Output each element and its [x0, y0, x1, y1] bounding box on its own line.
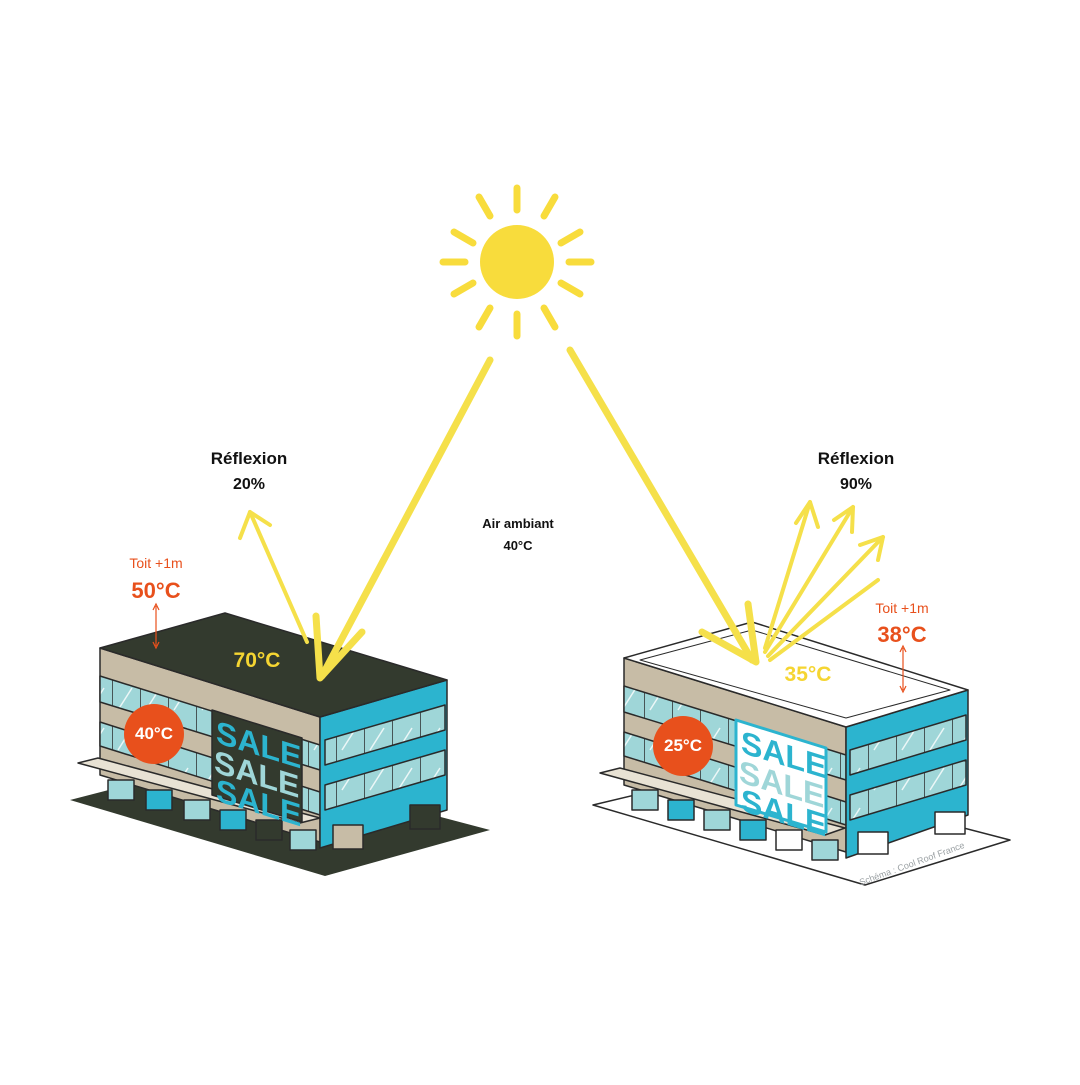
- left-reflection-value: 20%: [232, 476, 266, 493]
- right-height-indicator: [899, 644, 907, 694]
- left-height-indicator: [152, 602, 160, 650]
- left-roof-surface-temp: 70°C: [233, 649, 281, 672]
- reflected-rays-right: [763, 500, 885, 662]
- right-roof-label: Toit +1m: [875, 600, 929, 616]
- right-building: [592, 621, 1011, 886]
- right-reflection-title: Réflexion: [817, 449, 895, 468]
- sun-icon: [439, 184, 595, 340]
- left-indoor-temp: 40°C: [135, 724, 173, 743]
- left-roof-label: Toit +1m: [129, 555, 183, 571]
- left-reflection-title: Réflexion: [210, 449, 288, 468]
- right-roof-surface-temp: 35°C: [784, 663, 832, 686]
- ambient-air-temp: 40°C: [503, 538, 533, 553]
- incoming-ray-right: [566, 346, 760, 666]
- left-indoor-badge: [124, 704, 184, 764]
- right-indoor-badge: [653, 716, 713, 776]
- right-reflection-value: 90%: [839, 476, 873, 493]
- right-roof-air-temp: 38°C: [877, 622, 927, 647]
- reflected-ray-left: [238, 510, 309, 644]
- ambient-air-label: Air ambiant: [482, 516, 554, 531]
- incoming-ray-left: [312, 356, 494, 682]
- left-roof-air-temp: 50°C: [131, 578, 181, 603]
- left-building: [70, 612, 490, 876]
- right-indoor-temp: 25°C: [664, 736, 702, 755]
